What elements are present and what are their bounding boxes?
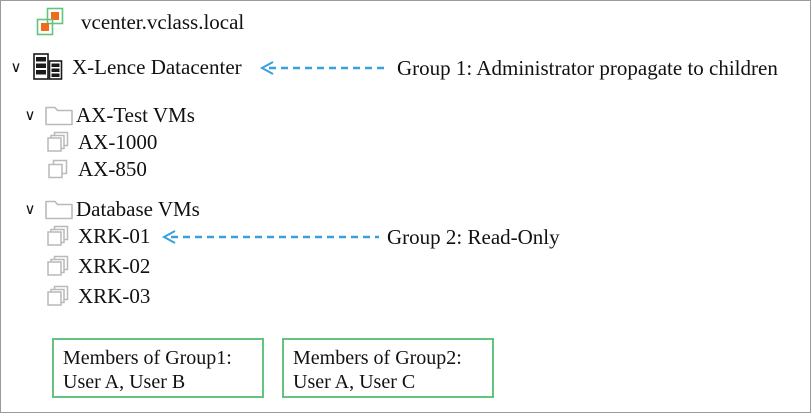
vm-icon-svg	[47, 225, 69, 246]
annotation-group1-text: Group 1: Administrator propagate to chil…	[397, 55, 778, 80]
vm-icon	[47, 255, 71, 277]
tree-node-vm-xrk-02[interactable]: XRK-02	[47, 251, 150, 281]
members-group2-title: Members of Group2:	[293, 347, 462, 369]
tree-node-label: X-Lence Datacenter	[72, 54, 242, 79]
tree-node-vcenter[interactable]: vcenter.vclass.local	[35, 7, 244, 37]
dashed-left-arrow-icon	[259, 61, 389, 75]
tree-node-folder-database-vms[interactable]: ∨ Database VMs	[21, 194, 200, 224]
vm-icon-svg	[48, 159, 68, 179]
tree-node-vm-xrk-01[interactable]: XRK-01	[47, 221, 150, 251]
members-group1-box: Members of Group1: User A, User B	[52, 338, 264, 398]
vm-icon	[47, 225, 71, 247]
annotation-group2-text: Group 2: Read-Only	[387, 224, 560, 249]
tree-node-label: XRK-02	[78, 253, 151, 278]
tree-node-vm-ax-850[interactable]: AX-850	[47, 154, 147, 184]
vm-icon-svg	[47, 255, 69, 276]
tree-node-label: AX-850	[78, 156, 147, 181]
tree-node-datacenter[interactable]: ∨ X-Lence Datacenter	[7, 52, 242, 82]
tree-node-label: XRK-01	[78, 223, 151, 248]
tree-node-label: AX-Test VMs	[76, 102, 195, 127]
tree-node-label: AX-1000	[78, 129, 158, 154]
tree-node-folder-ax-test-vms[interactable]: ∨ AX-Test VMs	[21, 100, 195, 130]
members-group2-box: Members of Group2: User A, User C	[282, 338, 494, 398]
dashed-left-arrow-icon	[161, 230, 379, 244]
folder-icon	[45, 198, 73, 220]
tree-node-label: vcenter.vclass.local	[81, 9, 245, 34]
vcenter-icon	[35, 7, 65, 37]
tree-node-label: XRK-03	[78, 283, 151, 308]
folder-icon	[45, 104, 73, 126]
vm-icon	[47, 285, 71, 307]
members-group1-list: User A, User B	[63, 371, 186, 394]
datacenter-icon	[33, 53, 63, 81]
tree-node-vm-xrk-03[interactable]: XRK-03	[47, 281, 150, 311]
chevron-down-icon[interactable]: ∨	[24, 106, 36, 124]
annotation-group1: Group 1: Administrator propagate to chil…	[259, 54, 778, 82]
tree-node-label: Database VMs	[76, 196, 200, 221]
vm-icon	[47, 131, 71, 153]
members-group2-list: User A, User C	[293, 371, 416, 394]
vm-icon-svg	[47, 131, 69, 152]
datacenter-icon-svg	[33, 53, 63, 80]
folder-icon-svg	[45, 200, 73, 220]
chevron-down-icon[interactable]: ∨	[24, 200, 36, 218]
annotation-group2: Group 2: Read-Only	[161, 223, 560, 251]
tree-node-vm-ax-1000[interactable]: AX-1000	[47, 127, 157, 157]
chevron-down-icon[interactable]: ∨	[10, 58, 22, 76]
members-group1-title: Members of Group1:	[63, 347, 232, 369]
vm-icon	[47, 158, 71, 180]
vcenter-icon-svg	[36, 7, 64, 36]
vm-icon-svg	[47, 285, 69, 306]
folder-icon-svg	[45, 106, 73, 126]
